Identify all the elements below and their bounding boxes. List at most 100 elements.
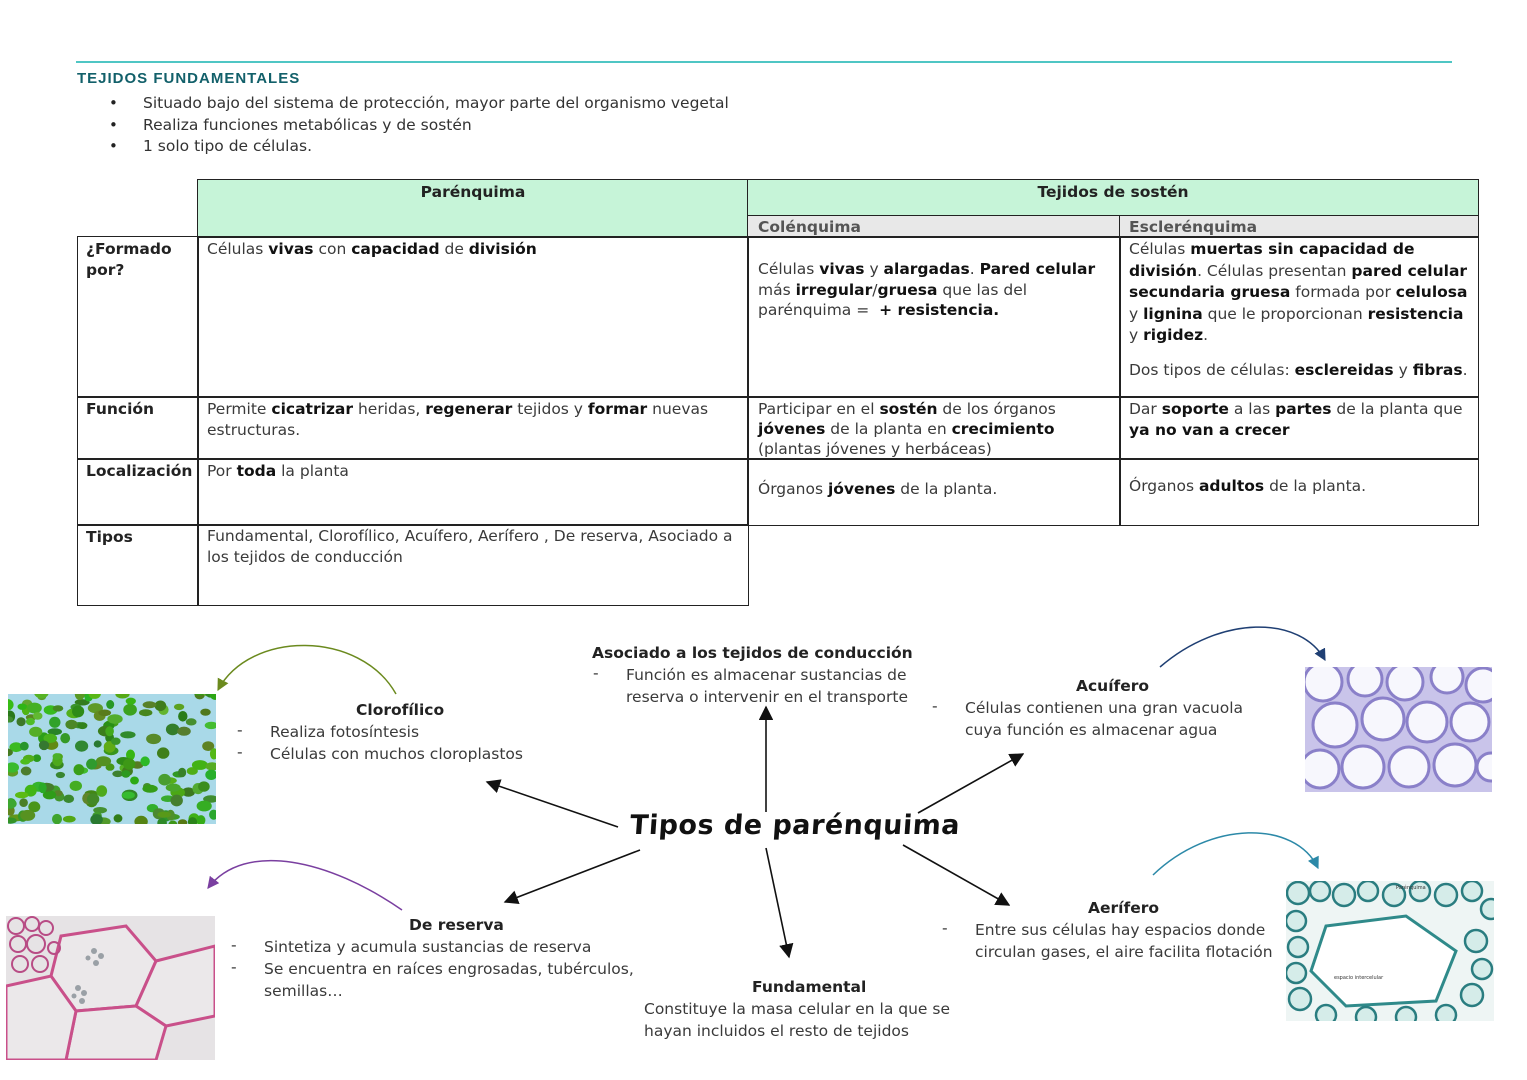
chloroplast (209, 694, 216, 700)
chloroplast (98, 709, 112, 717)
chloroplast (196, 800, 212, 812)
chloroplast (103, 741, 116, 753)
chloroplast (88, 694, 101, 699)
chloroplast (105, 726, 114, 737)
arrow-to-clorofilico (485, 779, 619, 828)
chloroplast (65, 719, 78, 730)
row-label-tipos: Tipos (77, 524, 199, 606)
aerifero-item: Entre sus células hay espacios donde cir… (975, 921, 1273, 961)
chloroplast (181, 787, 195, 797)
cell-esclerenquima-localizacion: Órganos adultos de la planta. (1119, 458, 1479, 526)
clorofilico-micrograph (8, 694, 216, 824)
chloroplast (52, 705, 64, 712)
clorofilico-item: Células con muchos cloroplastos (270, 745, 523, 763)
chloroplast (86, 793, 100, 805)
chloroplast (139, 709, 153, 717)
row-label-localizacion: Localización (77, 458, 199, 526)
chloroplast (205, 769, 216, 780)
chloroplast (198, 781, 210, 792)
chloroplast (191, 760, 208, 770)
arrow-to-fundamental (765, 847, 794, 959)
bullet-list: Situado bajo del sistema de protección, … (109, 93, 729, 158)
fundamental-title: Fundamental (752, 978, 867, 996)
chloroplast (178, 711, 188, 722)
cell-colenquima-formado: Células vivas y alargadas. Pared celular… (747, 236, 1121, 398)
chloroplast (73, 764, 85, 776)
chloroplast (32, 712, 43, 720)
chloroplast (121, 791, 135, 799)
chloroplast (90, 814, 103, 824)
chloroplast (158, 773, 171, 786)
arrow-to-acuifero (917, 753, 1025, 814)
cell-colenquima-localizacion: Órganos jóvenes de la planta. (747, 458, 1121, 526)
chloroplast (19, 741, 29, 751)
chloroplast (16, 717, 26, 727)
chloroplast (157, 811, 171, 818)
acuifero-item: Células contienen una gran vacuola cuya … (965, 699, 1243, 739)
chloroplast (186, 767, 198, 775)
bullet-item: Situado bajo del sistema de protección, … (109, 93, 729, 115)
row-label-formado: ¿Formado por? (77, 236, 199, 398)
dash-marker: - (942, 919, 948, 937)
chloroplast (27, 702, 42, 714)
chloroplast (38, 740, 50, 751)
chloroplast (38, 782, 47, 794)
chloroplast (157, 747, 170, 759)
chloroplast (202, 741, 215, 751)
chloroplast (77, 722, 88, 730)
chloroplast (113, 814, 123, 823)
dash-marker: - (237, 721, 243, 739)
photo-label: espacio intercelular (1334, 975, 1384, 981)
aerifero-micrograph: Parénquima espacio intercelular (1286, 881, 1494, 1021)
chloroplast (142, 701, 157, 709)
chloroplast (69, 780, 82, 791)
cell-parenquima-funcion: Permite cicatrizar heridas, regenerar te… (197, 396, 749, 460)
chloroplast (20, 766, 32, 776)
chloroplast (205, 762, 216, 771)
chloroplast (63, 794, 75, 803)
chloroplast (196, 815, 206, 824)
chloroplast (74, 699, 90, 706)
cell-parenquima-localizacion: Por toda la planta (197, 458, 749, 526)
chloroplast (120, 731, 136, 739)
chloroplast (130, 776, 139, 785)
water-storage-cells-image (1305, 667, 1492, 792)
chloroplast (32, 754, 42, 762)
chloroplast (126, 749, 135, 761)
chloroplast (177, 726, 191, 736)
chloroplast (17, 703, 27, 710)
dash-marker: - (231, 936, 237, 954)
header-rule (76, 61, 1452, 63)
chloroplast (74, 694, 85, 700)
chloroplast (20, 758, 31, 765)
chloroplast (15, 791, 29, 799)
photo-label: Parénquima (1396, 884, 1426, 891)
chloroplast (170, 794, 183, 807)
chloroplast (177, 819, 188, 824)
aerifero-title: Aerífero (1088, 899, 1160, 917)
header-esclerenquima: Esclerénquima (1119, 215, 1479, 238)
chloroplast (19, 798, 28, 807)
asociado-title: Asociado a los tejidos de conducción (592, 644, 913, 662)
cell-parenquima-formado: Células vivas con capacidad de división (197, 236, 749, 398)
chloroplast (34, 694, 49, 699)
chloroplast (187, 817, 198, 824)
fundamental-text: Constituye la masa celular en la que se … (644, 1000, 951, 1040)
chloroplast (93, 807, 107, 814)
chloroplast (55, 771, 65, 779)
chloroplast (86, 758, 98, 770)
chloroplast (140, 756, 150, 767)
chloroplast (123, 703, 137, 716)
curve-arrow-aerifero (1152, 832, 1319, 876)
chloroplast (185, 718, 197, 726)
asociado-item: Función es almacenar sustancias de reser… (626, 666, 909, 706)
cell-colenquima-funcion: Participar en el sostén de los órganos j… (747, 396, 1121, 460)
clorofilico-item: Realiza fotosíntesis (270, 723, 420, 741)
chloroplast (20, 809, 36, 821)
reserva-item: Se encuentra en raíces engrosadas, tubér… (264, 960, 634, 1000)
chloroplast (43, 733, 58, 743)
cell-esclerenquima-formado: Células muertas sin capacidad de divisió… (1119, 236, 1479, 398)
chloroplast (62, 815, 76, 823)
storage-cells-image (6, 916, 215, 1060)
curve-arrow-clorofilico (217, 644, 397, 695)
